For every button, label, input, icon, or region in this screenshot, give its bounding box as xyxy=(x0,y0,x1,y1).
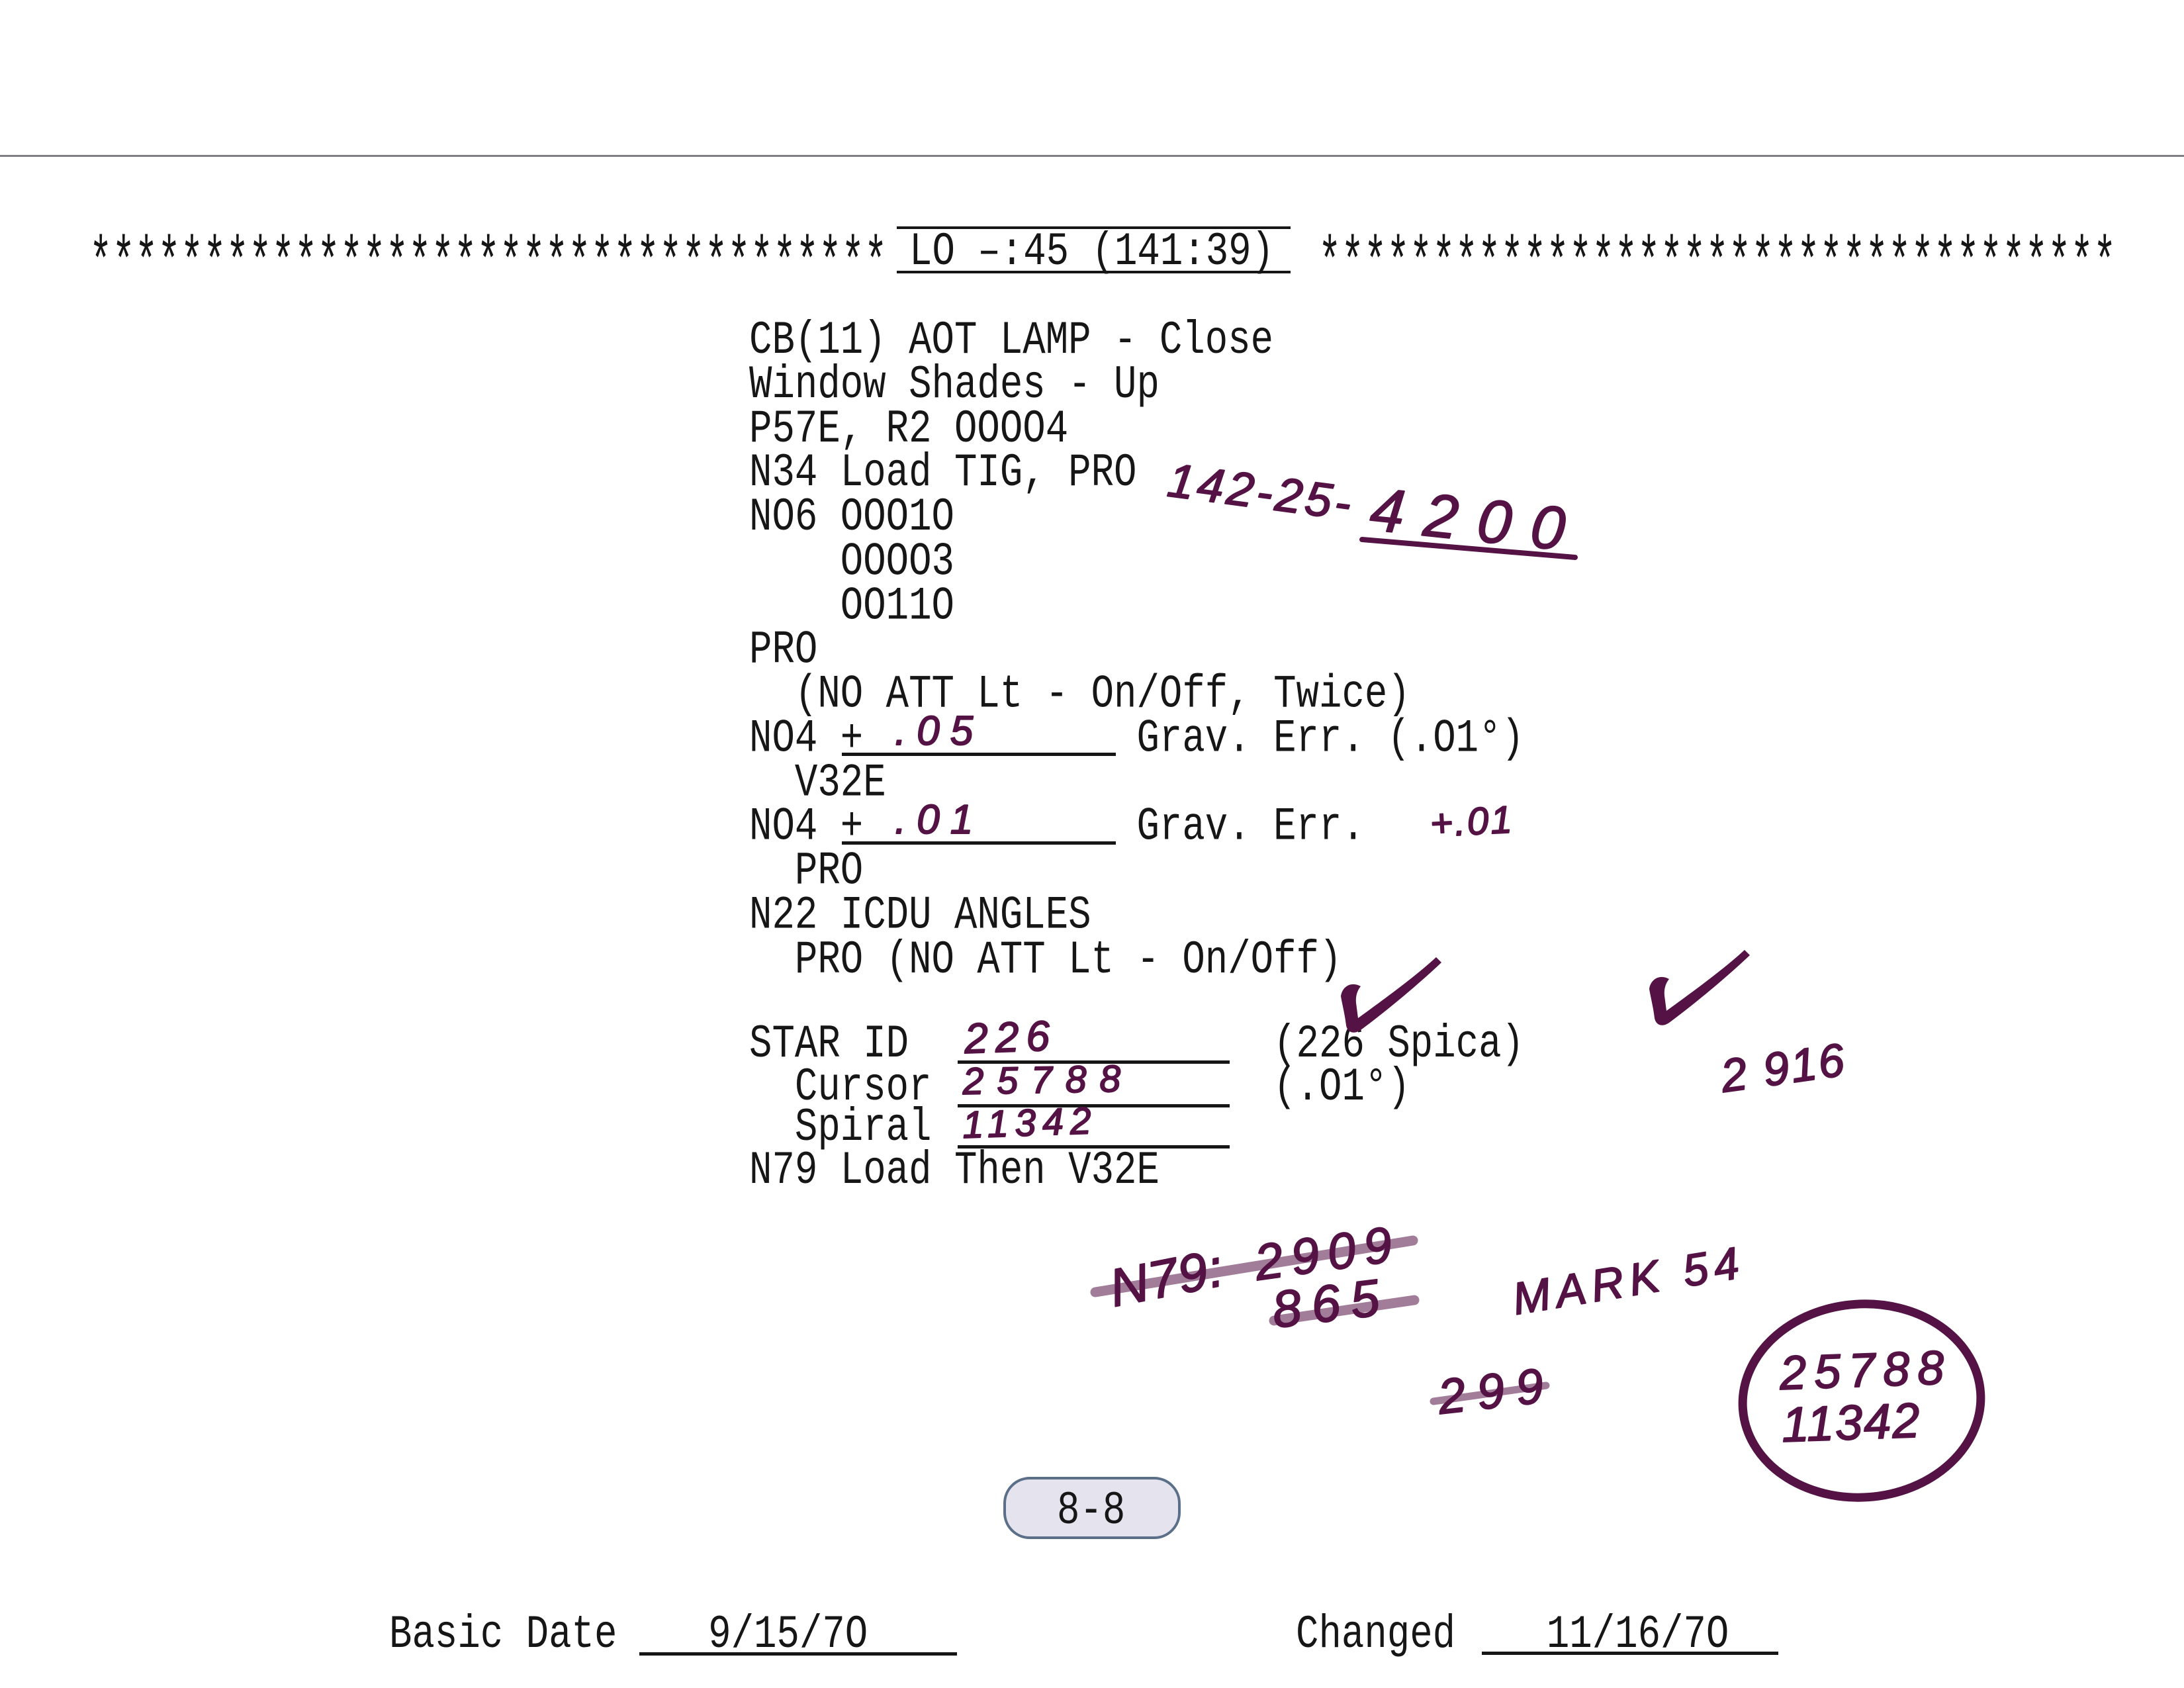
svg-text:226: 226 xyxy=(963,1011,1058,1062)
svg-text:2 916: 2 916 xyxy=(1717,1033,1849,1102)
svg-text:11342: 11342 xyxy=(962,1100,1098,1147)
svg-text:299: 299 xyxy=(1434,1356,1558,1425)
svg-text:MARK 54: MARK 54 xyxy=(1509,1237,1749,1325)
svg-text:25788: 25788 xyxy=(1778,1341,1953,1400)
svg-text:25788: 25788 xyxy=(962,1057,1134,1103)
svg-text:+.01: +.01 xyxy=(1429,798,1515,845)
svg-text:.05: .05 xyxy=(895,708,983,754)
svg-text:11342: 11342 xyxy=(1781,1393,1922,1452)
svg-text:142-25-: 142-25- xyxy=(1165,454,1357,531)
svg-text:.01: .01 xyxy=(895,797,983,843)
